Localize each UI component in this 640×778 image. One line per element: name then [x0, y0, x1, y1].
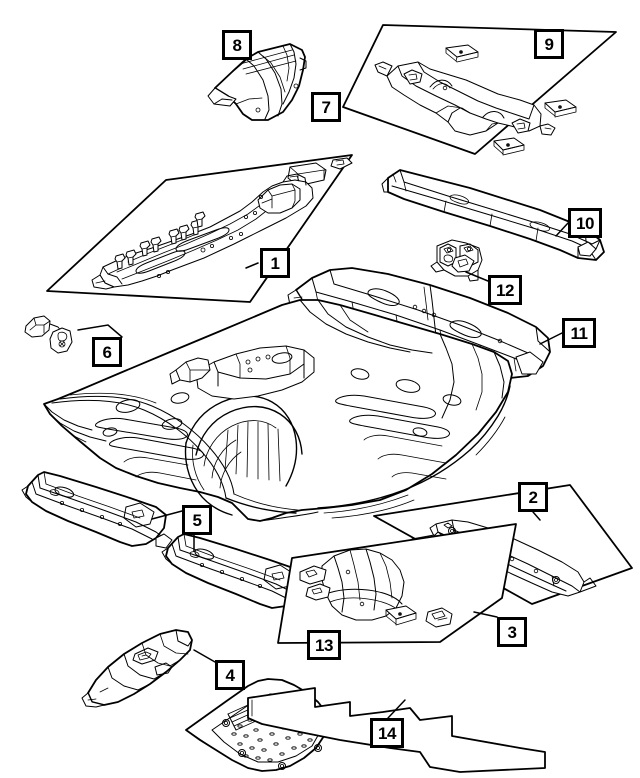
part-6-bracket-plug-set: [24, 315, 73, 354]
callout-1[interactable]: 1: [260, 248, 290, 278]
part-5-rocker-rail-upper: [21, 471, 173, 549]
fastener-set: [114, 211, 206, 270]
callout-2[interactable]: 2: [518, 482, 548, 512]
callout-11[interactable]: 11: [562, 318, 596, 348]
callout-6[interactable]: 6: [92, 337, 122, 367]
callout-9[interactable]: 9: [534, 29, 564, 59]
callout-5[interactable]: 5: [182, 505, 212, 535]
part-8-tunnel-hump-cover: [207, 43, 307, 121]
callout-4[interactable]: 4: [215, 660, 245, 690]
callout-7[interactable]: 7: [311, 92, 341, 122]
callout-12[interactable]: 12: [488, 275, 522, 305]
callout-13[interactable]: 13: [307, 630, 341, 660]
part-4-tunnel-brace: [81, 629, 193, 708]
callout-10[interactable]: 10: [568, 208, 602, 238]
panel-7-tunnel-reinforcement: [46, 154, 353, 303]
panel-9-crossmember-assembly: [342, 24, 617, 156]
callout-3[interactable]: 3: [497, 617, 527, 647]
part-12-seat-mounting-bracket: [430, 239, 483, 282]
callout-14[interactable]: 14: [370, 718, 404, 748]
callout-8[interactable]: 8: [222, 30, 252, 60]
main-floor-pan-assembly: [43, 299, 513, 522]
panel-3-wheelhouse-support: [277, 523, 517, 644]
